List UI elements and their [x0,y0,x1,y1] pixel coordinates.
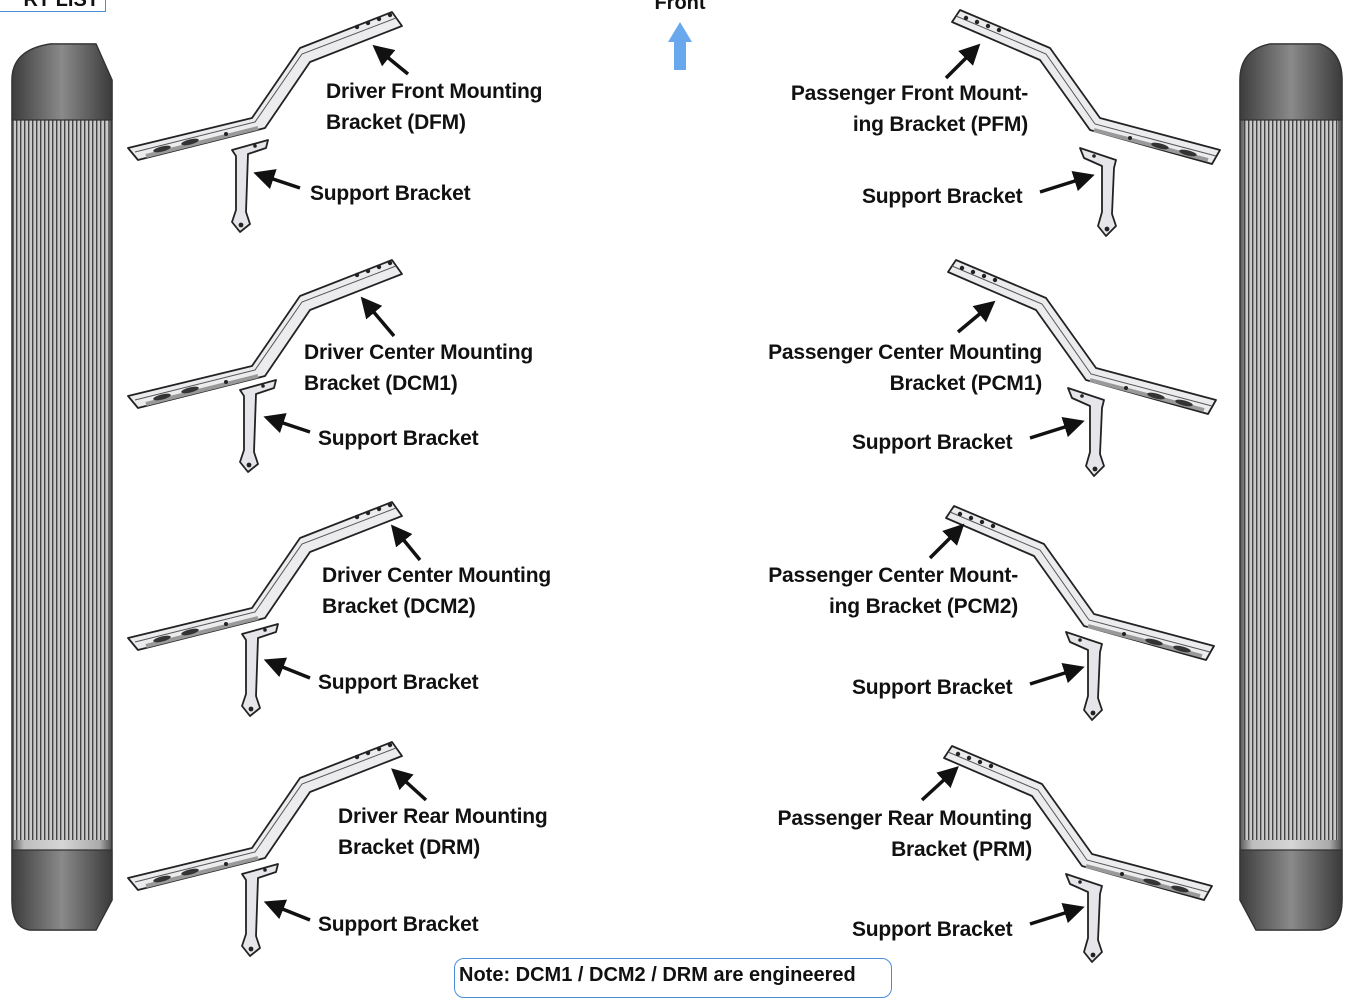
label-support-bracket: Support Bracket [310,182,471,205]
driver-rear-support-bracket [241,863,279,957]
label-pcm1: Passenger Center Mounting Bracket (PCM1) [768,341,1042,395]
parts-list-tag: RT LIST [0,0,106,12]
label-pfm: Passenger Front Mount- ing Bracket (PFM) [790,82,1028,136]
passenger-running-board [1239,43,1343,931]
label-support-bracket: Support Bracket [852,918,1013,941]
label-dcm2: Driver Center Mounting Bracket (DCM2) [322,564,551,618]
label-support-bracket: Support Bracket [852,431,1013,454]
passenger-center-support-bracket-2 [1065,631,1103,721]
label-support-bracket: Support Bracket [862,185,1023,208]
arrow-icon [253,44,428,922]
driver-center-support-bracket-2 [241,623,279,717]
label-dfm: Driver Front Mounting Bracket (DFM) [326,80,543,134]
driver-running-board [11,43,113,931]
note-box: Note: DCM1 / DCM2 / DRM are engineered [454,958,892,998]
label-support-bracket: Support Bracket [852,676,1013,699]
label-support-bracket: Support Bracket [318,913,479,936]
driver-center-support-bracket-1 [239,379,277,473]
arrow-up-icon [668,22,692,70]
assembly-diagram [11,8,1343,963]
label-dcm1: Driver Center Mounting Bracket (DCM1) [304,341,533,395]
passenger-front-support-bracket [1079,147,1117,237]
passenger-rear-support-bracket [1065,873,1103,963]
arrow-icon [920,43,1095,926]
label-support-bracket: Support Bracket [318,427,479,450]
driver-front-support-bracket [231,139,269,233]
label-support-bracket: Support Bracket [318,671,479,694]
label-prm: Passenger Rear Mounting Bracket (PRM) [777,807,1033,861]
label-pcm2: Passenger Center Mount- ing Bracket (PCM… [768,564,1018,618]
label-drm: Driver Rear Mounting Bracket (DRM) [338,805,548,859]
front-label: Front [654,0,706,14]
passenger-center-support-bracket-1 [1067,387,1105,477]
